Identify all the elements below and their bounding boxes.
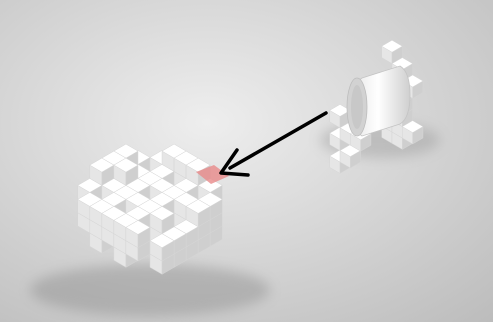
target-highlight bbox=[196, 165, 229, 184]
voxel-face bbox=[113, 157, 139, 173]
assembled-block-structure bbox=[77, 143, 223, 275]
voxel-face bbox=[89, 157, 115, 173]
voxel-face bbox=[401, 120, 424, 133]
voxel-face bbox=[125, 220, 151, 235]
cylinder-connector bbox=[346, 65, 411, 137]
voxel-face bbox=[185, 199, 211, 214]
arrow bbox=[219, 111, 328, 177]
voxel-face bbox=[381, 39, 403, 53]
voxel-face bbox=[149, 206, 175, 221]
voxel-face bbox=[149, 233, 175, 248]
